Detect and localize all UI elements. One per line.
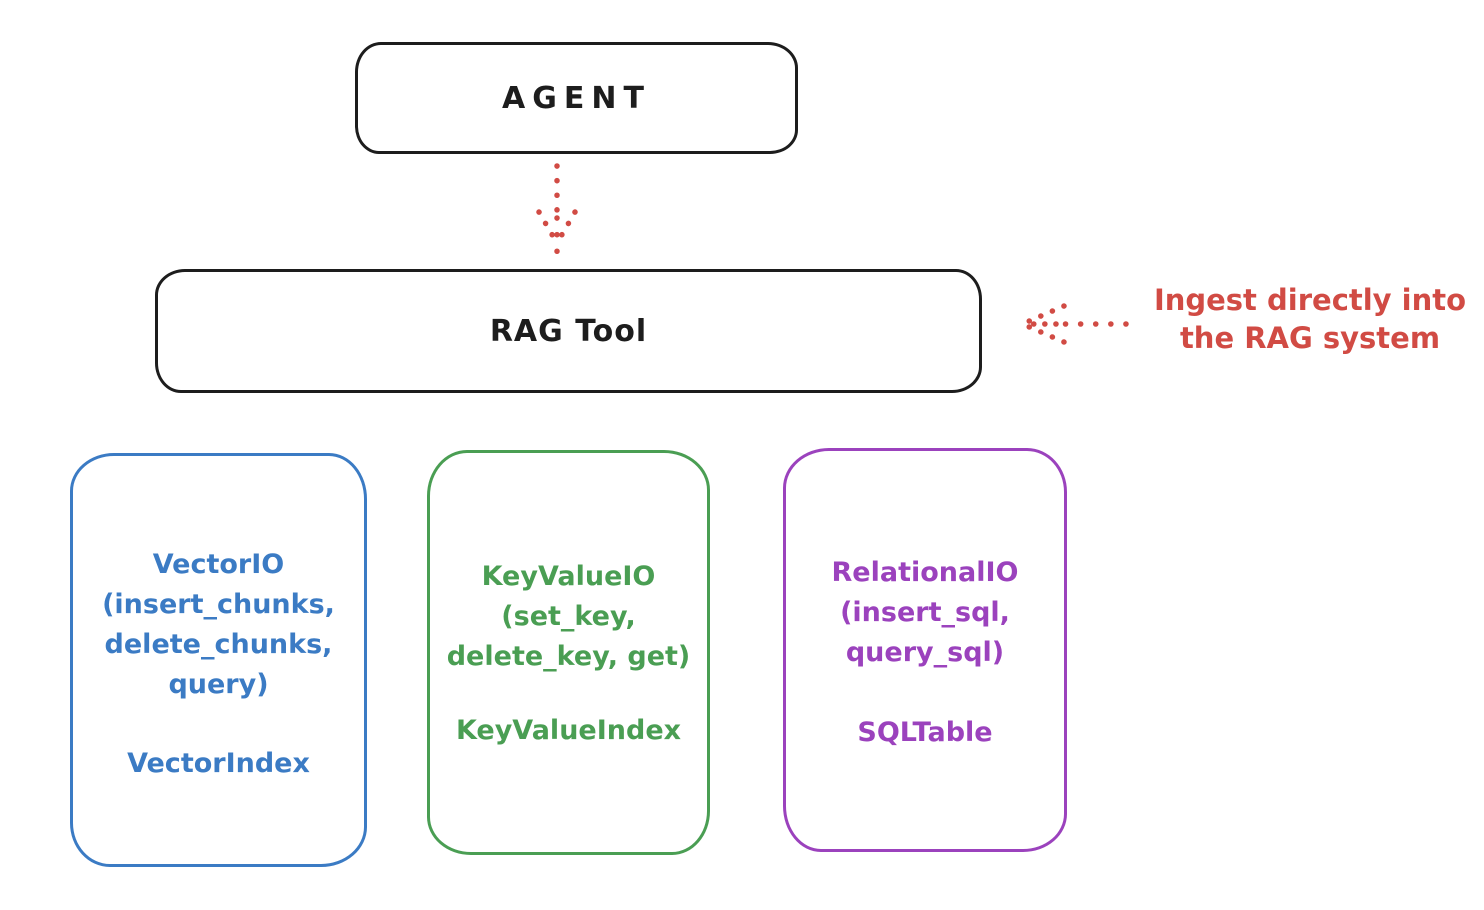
relational-io-params-line1: (insert_sql,: [840, 597, 1010, 628]
rag-tool-box-label: RAG Tool: [489, 313, 648, 349]
relational-io-params-line2: query_sql): [845, 637, 1005, 668]
vector-index-label: VectorIndex: [127, 748, 310, 779]
agent-to-rag-arrow-icon: [522, 160, 592, 262]
ingest-into-rag-arrow-icon: [1012, 296, 1134, 354]
relational-io-spacer: [925, 673, 926, 713]
agent-box-label: AGENT: [502, 80, 651, 116]
vector-io-params-line2: delete_chunks,: [104, 629, 333, 660]
ingest-annotation-line2: the RAG system: [1179, 321, 1441, 355]
vector-io-spacer: [218, 705, 219, 744]
key-value-io-spacer: [568, 677, 569, 711]
vector-io-box: VectorIO (insert_chunks, delete_chunks, …: [70, 453, 367, 867]
rag-tool-box: RAG Tool: [155, 269, 982, 393]
relational-io-box: RelationalIO (insert_sql, query_sql) SQL…: [783, 448, 1067, 852]
sql-table-label: SQLTable: [857, 717, 993, 748]
agent-box: AGENT: [355, 42, 798, 154]
relational-io-title: RelationalIO: [831, 557, 1019, 588]
key-value-io-title: KeyValueIO: [481, 561, 656, 592]
ingest-annotation-line1: Ingest directly into: [1153, 283, 1467, 317]
ingest-annotation: Ingest directly into the RAG system: [1136, 281, 1484, 357]
key-value-io-params-line2: delete_key, get): [446, 641, 691, 672]
key-value-io-box: KeyValueIO (set_key, delete_key, get) Ke…: [427, 450, 710, 855]
key-value-index-label: KeyValueIndex: [455, 715, 682, 746]
key-value-io-params-line1: (set_key,: [501, 601, 636, 632]
vector-io-title: VectorIO: [152, 549, 285, 580]
vector-io-params-line3: query): [168, 669, 269, 700]
vector-io-params-line1: (insert_chunks,: [102, 589, 335, 620]
